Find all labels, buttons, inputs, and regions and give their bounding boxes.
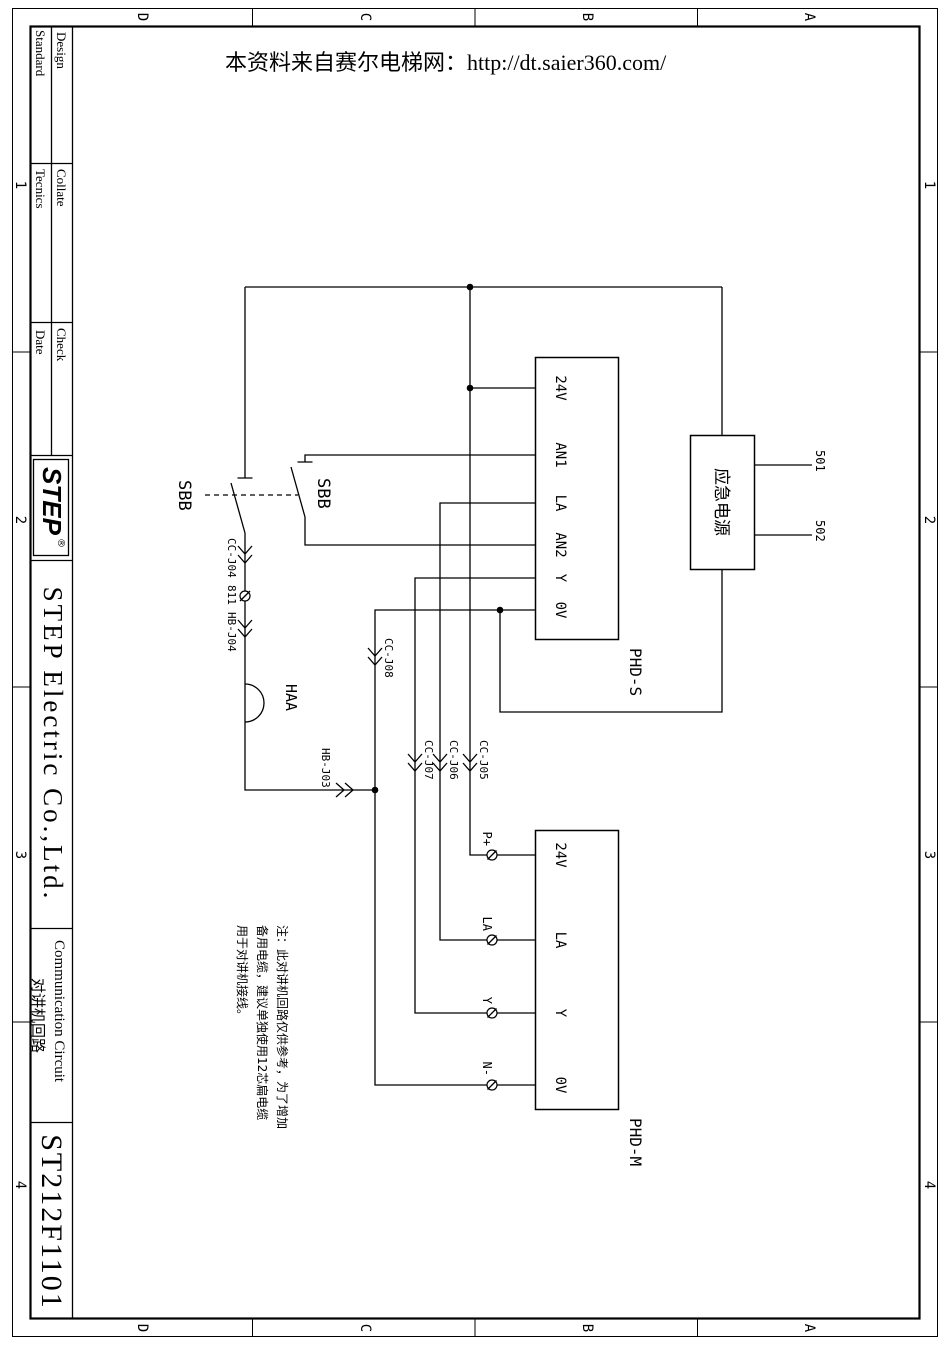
zone-col-top-c: C	[357, 13, 373, 21]
zone-col-top-a: A	[801, 13, 817, 22]
wire-sbb-right-branch	[290, 454, 535, 546]
step-logo: STEP	[37, 467, 67, 536]
phd-s-block	[534, 356, 620, 641]
terminal-y-label: Y	[480, 997, 494, 1005]
step-logo-box	[32, 458, 70, 557]
drawing-number: ST212F1101	[35, 1134, 68, 1310]
field-tecnics: Tecnics	[33, 169, 48, 209]
junction-dot	[496, 606, 504, 614]
connector-hb-j04-symbol	[237, 619, 253, 638]
phd-s-pin-an2: AN2	[552, 532, 568, 557]
phd-s-pin-24v: 24V	[552, 375, 568, 401]
phd-m-pin-y: Y	[552, 1009, 568, 1018]
phd-m-pin-24v: 24V	[552, 842, 568, 868]
zone-row-right-3: 3	[921, 851, 937, 859]
connector-cc-j07-symbol	[407, 753, 423, 772]
note-line-3: 用于对讲机接线。	[235, 925, 250, 1021]
phd-m-pin-la: LA	[552, 932, 568, 949]
title-block: Design Standard Collate Tecnics Check Da…	[29, 26, 74, 1319]
communication-circuit-schematic: HAA 811 SBB SBB CC-J04 HB-J04 HB-J03 CC-…	[174, 283, 827, 1166]
connector-cc-j05-symbol	[462, 753, 478, 772]
field-standard: Standard	[33, 30, 48, 77]
wire-501-502	[755, 464, 812, 536]
zone-ticks	[12, 8, 938, 1337]
field-check: Check	[54, 328, 69, 362]
junction-dot	[371, 786, 379, 794]
zone-col-top-d: D	[134, 13, 150, 21]
field-date: Date	[33, 330, 48, 355]
zone-col-bottom-c: C	[357, 1324, 373, 1332]
zone-col-top-b: B	[579, 13, 595, 21]
zone-row-left-1: 1	[12, 181, 28, 189]
phd-s-pin-0v: 0V	[552, 602, 568, 619]
watermark-text: 本资料来自赛尔电梯网：http://dt.saier360.com/	[225, 50, 667, 75]
connector-hb-j03-label: HB-J03	[319, 748, 332, 788]
wire-24v-net	[469, 287, 535, 856]
field-collate: Collate	[54, 169, 69, 207]
wire-emergency-power-loop	[499, 287, 723, 713]
zone-row-left-3: 3	[12, 851, 28, 859]
buzzer-symbol	[244, 683, 265, 723]
connector-cc-j04-label: CC-J04	[225, 538, 238, 578]
zone-col-bottom-b: B	[579, 1324, 595, 1332]
phd-m-name: PHD-M	[626, 1118, 645, 1166]
zone-col-bottom-a: A	[801, 1324, 817, 1333]
zone-row-left-2: 2	[12, 516, 28, 524]
company-name: STEP Electric Co.,Ltd.	[38, 587, 68, 902]
phd-s-pin-y: Y	[552, 574, 568, 583]
note-line-1: 注：此对讲机回路仅供参考，为了增加	[275, 925, 290, 1129]
step-logo-registered-mark: ®	[55, 538, 66, 548]
emergency-power-block	[689, 434, 756, 571]
phd-s-pin-la: LA	[552, 495, 568, 512]
sbb-right-label: SBB	[313, 478, 333, 509]
wire-sbb-left-branch	[230, 287, 375, 791]
drawing-title-cn: 对讲机回路	[29, 978, 47, 1053]
wire-number-marker-slash	[239, 590, 251, 602]
connector-cc-j04-symbol	[237, 545, 253, 564]
zone-labels: D C B A D C B A 1 2 3 4 1 2 3 4	[12, 13, 937, 1333]
outer-border	[12, 8, 938, 1337]
sheet-frame	[12, 8, 938, 1337]
sbb-left-label: SBB	[174, 480, 194, 511]
connector-cc-j07-label: CC-J07	[422, 740, 435, 780]
wire-number-label: 811	[225, 585, 238, 605]
zone-row-left-4: 4	[12, 1181, 28, 1189]
terminal-p-plus-label: P+	[480, 832, 494, 846]
connector-cc-j08-symbol	[367, 647, 383, 666]
zone-row-right-1: 1	[921, 181, 937, 189]
title-block-lines	[30, 26, 74, 1319]
phd-s-pin-an1: AN1	[552, 442, 568, 467]
connector-cc-j08-label: CC-J08	[382, 638, 395, 678]
field-design: Design	[54, 32, 69, 69]
zone-row-right-2: 2	[921, 516, 937, 524]
terminal-la-label: LA	[480, 917, 494, 932]
wire-la-net	[439, 502, 535, 941]
drawing-title-en: Communication Circuit	[51, 940, 67, 1083]
phd-m-pin-0v: 0V	[552, 1077, 568, 1094]
connector-cc-j06-symbol	[432, 753, 448, 772]
connector-cc-j06-label: CC-J06	[447, 740, 460, 780]
inner-border	[29, 25, 921, 1320]
buzzer-label: HAA	[282, 684, 300, 711]
emergency-power-name: 应急电源	[711, 468, 731, 536]
schematic-note: 注：此对讲机回路仅供参考，为了增加 备用电缆，建议单独使用12芯扁电缆 用于对讲…	[235, 925, 290, 1129]
wire-502-label: 502	[813, 520, 827, 542]
terminal-n-minus-label: N-	[480, 1062, 494, 1076]
terminal-slashes	[487, 850, 497, 1090]
wire-501-label: 501	[813, 450, 827, 472]
connector-cc-j05-label: CC-J05	[477, 740, 490, 780]
phd-s-name: PHD-S	[626, 648, 645, 696]
phd-m-block	[534, 829, 620, 1111]
connector-hb-j04-label: HB-J04	[225, 612, 238, 652]
zone-row-right-4: 4	[921, 1181, 937, 1189]
junction-dot	[466, 384, 474, 392]
junction-dot	[466, 283, 474, 291]
note-line-2: 备用电缆，建议单独使用12芯扁电缆	[255, 925, 270, 1120]
wire-0v-net	[374, 609, 535, 1086]
wire-y-net	[414, 577, 535, 1014]
connector-hb-j03-symbol	[335, 782, 354, 798]
zone-col-bottom-d: D	[134, 1324, 150, 1332]
